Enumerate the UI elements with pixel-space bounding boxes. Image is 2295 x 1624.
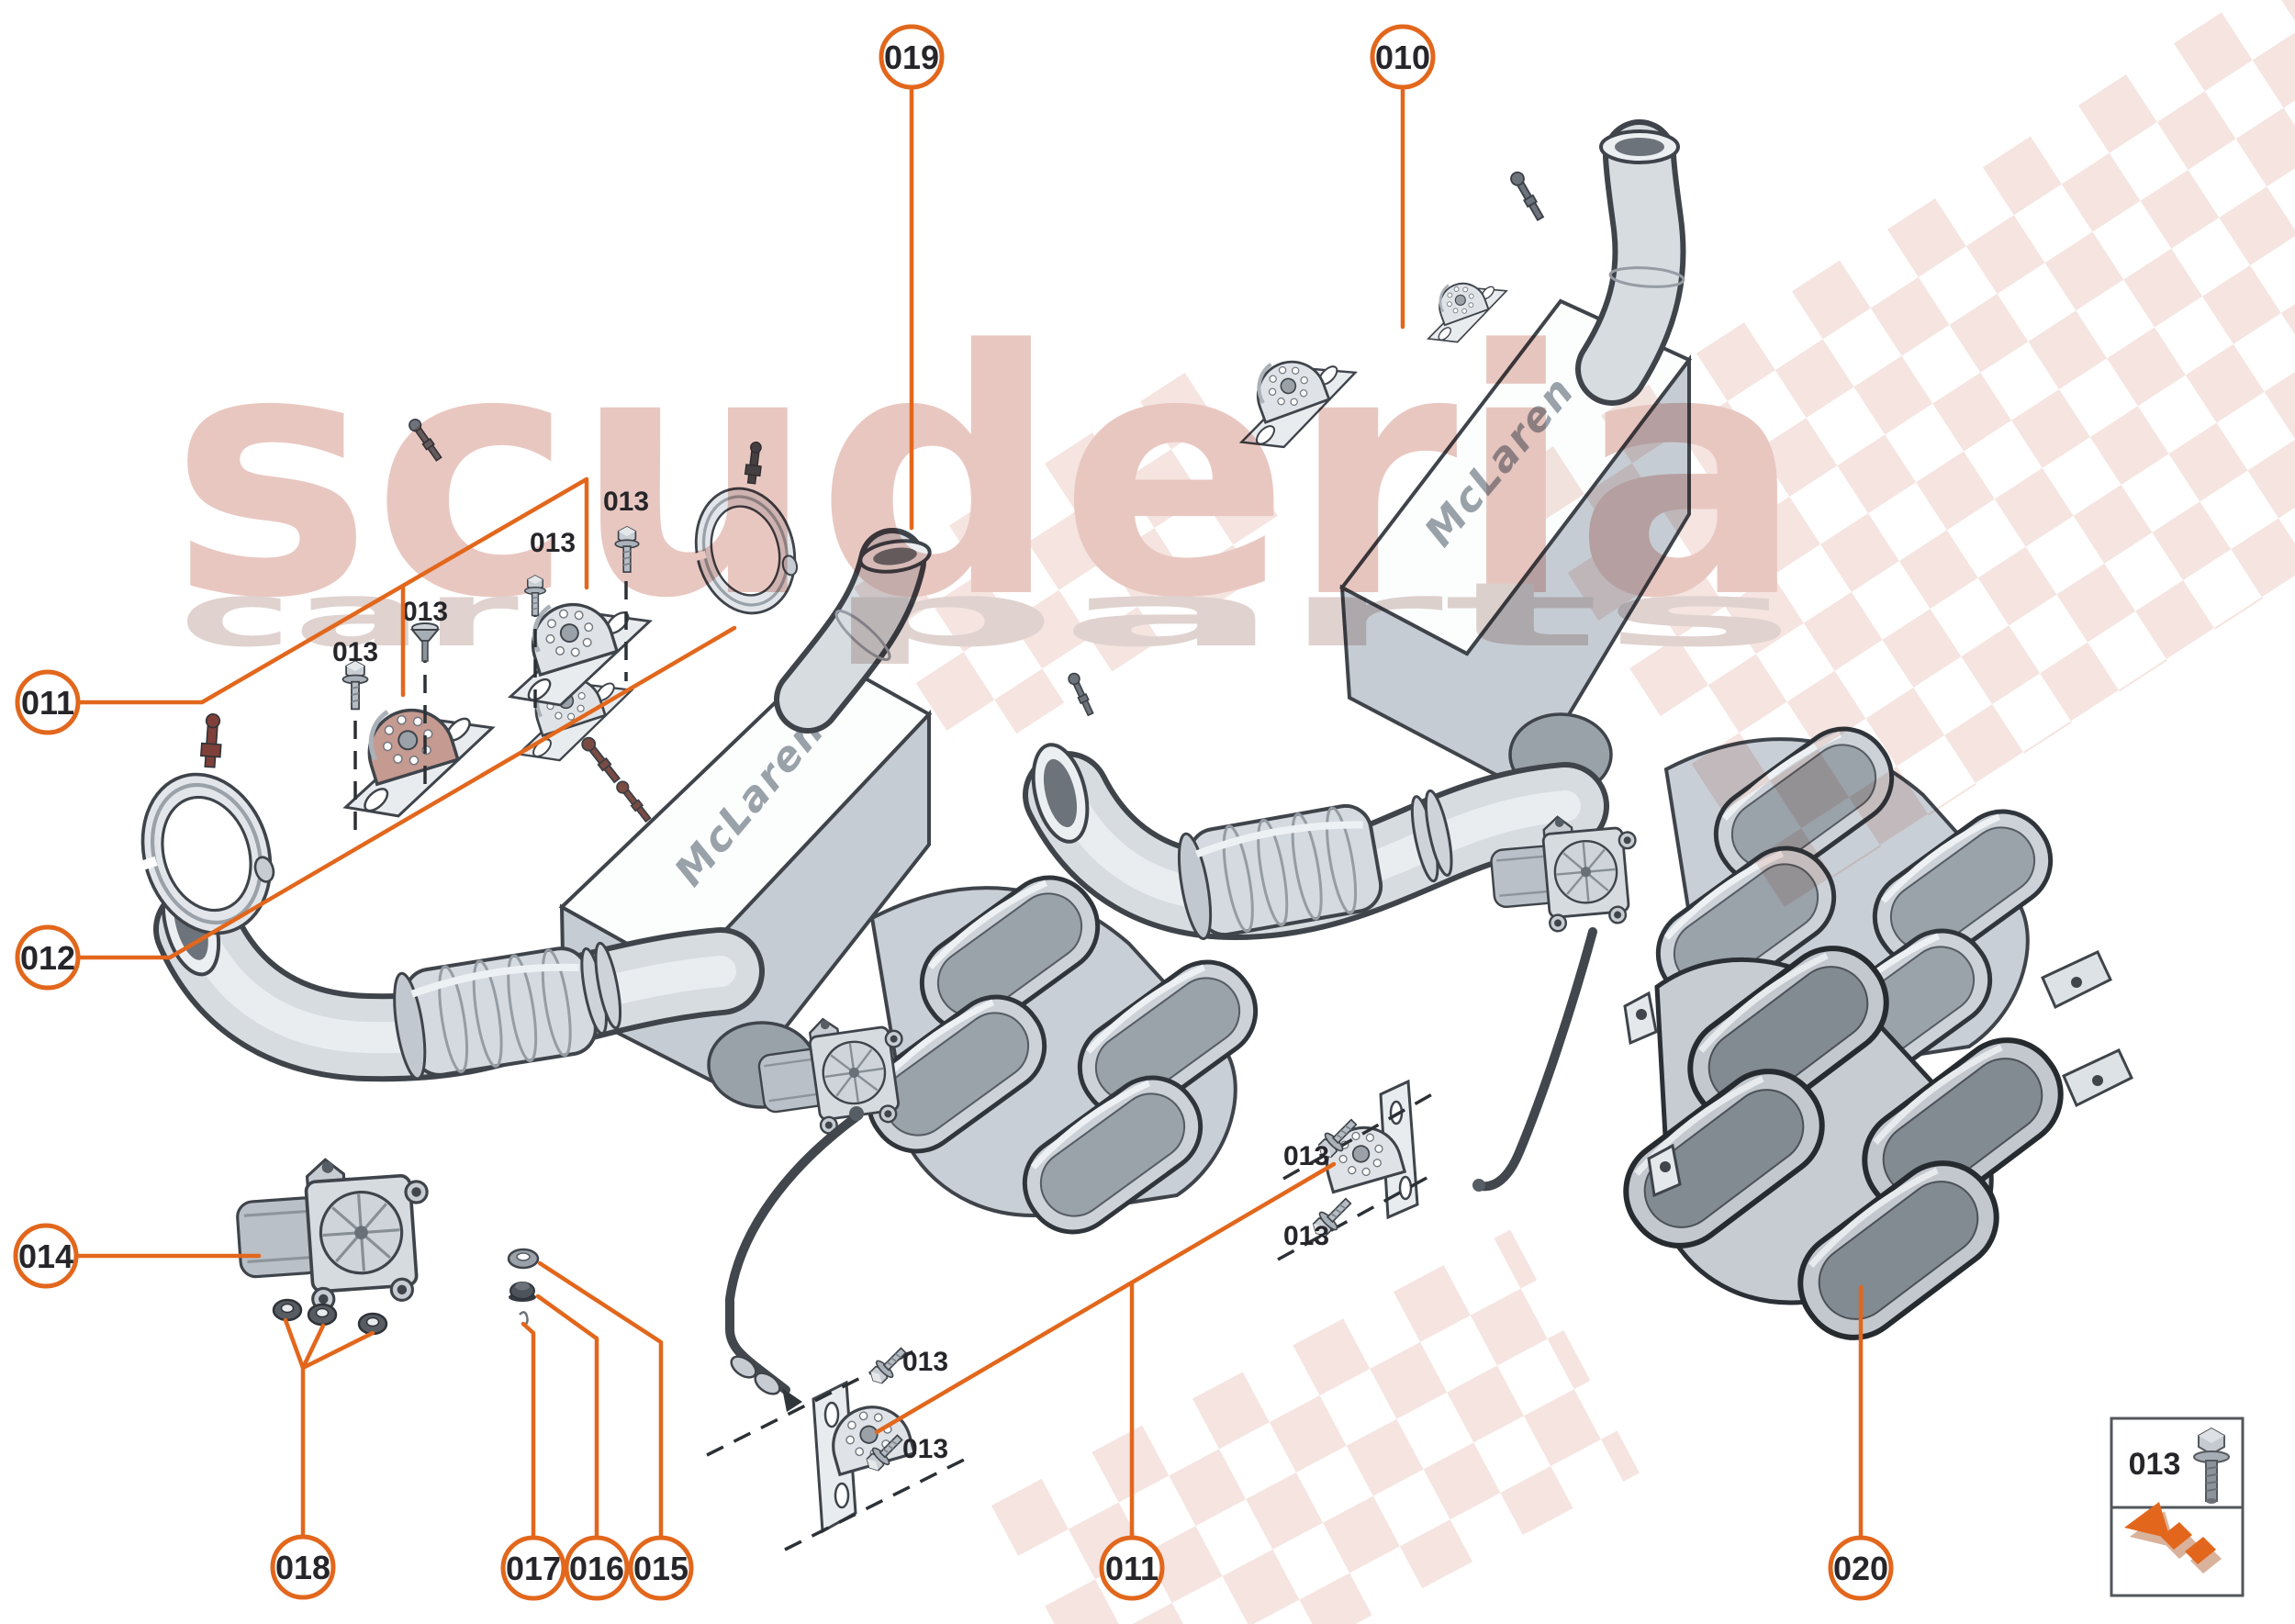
callout-017[interactable]: 017 — [500, 1535, 566, 1601]
callout-010[interactable]: 010 — [1370, 24, 1436, 90]
fastener-label: 013 — [1283, 1141, 1329, 1171]
grommet — [272, 1298, 303, 1322]
callout-020[interactable]: 020 — [1828, 1535, 1894, 1601]
svg-text:014: 014 — [18, 1238, 73, 1275]
svg-text:016: 016 — [569, 1550, 624, 1587]
watermark-word-parts: parts — [823, 564, 1797, 666]
washer-part — [507, 1248, 540, 1270]
callout-015[interactable]: 015 — [628, 1535, 694, 1601]
watermark-checker — [1506, 0, 2295, 909]
svg-text:019: 019 — [884, 39, 939, 76]
fastener-label: 013 — [603, 487, 649, 517]
tailpipe-finisher-group — [1606, 928, 2081, 1359]
svg-text:020: 020 — [1833, 1550, 1888, 1587]
leader-018 — [283, 1317, 375, 1540]
leader-011-top — [75, 476, 589, 705]
pressure-pipe — [725, 1111, 863, 1394]
fastener-label: 013 — [902, 1434, 948, 1464]
leader-017 — [521, 1321, 536, 1542]
vband-clamp-large — [105, 707, 290, 950]
leader-012 — [75, 625, 737, 960]
callout-016[interactable]: 016 — [564, 1535, 630, 1601]
fastener-label: 013 — [530, 528, 576, 558]
svg-text:010: 010 — [1375, 39, 1430, 76]
fastener-label: 013 — [1283, 1221, 1329, 1251]
svg-text:011: 011 — [1105, 1550, 1159, 1587]
flange-bolt-icon — [341, 660, 369, 711]
svg-text:011: 011 — [21, 684, 74, 722]
scuderia-arrow-icon — [2124, 1502, 2222, 1574]
legend-ref-label: 013 — [2129, 1447, 2181, 1482]
fastener-label: 013 — [402, 597, 448, 627]
pressure-pipe — [1477, 927, 1597, 1192]
watermark-brand: scuderia — [170, 278, 1804, 672]
leader-011-bottom — [874, 1161, 1337, 1540]
actuator-motor — [231, 1150, 437, 1317]
leader-015 — [537, 1260, 664, 1542]
fastener-label: 013 — [332, 637, 378, 667]
grommet — [357, 1312, 388, 1336]
svg-text:015: 015 — [633, 1550, 688, 1587]
callout-011-bottom[interactable]: 011 — [1099, 1535, 1165, 1601]
callout-011-top[interactable]: 011 — [15, 669, 81, 735]
callout-012[interactable]: 012 — [15, 924, 81, 991]
hanger-mount-brown — [322, 684, 509, 830]
hanger-mount-right — [1325, 1079, 1419, 1220]
watermark-checker — [991, 1229, 1640, 1624]
flange-bolt-icon — [2193, 1427, 2230, 1504]
callout-014[interactable]: 014 — [13, 1223, 79, 1289]
callout-019[interactable]: 019 — [879, 24, 945, 90]
grommet — [307, 1303, 338, 1327]
watermark-checker — [853, 372, 1300, 765]
leader-lines — [73, 84, 1864, 1542]
catalytic-converter — [388, 945, 599, 1081]
fastener-label: 013 — [902, 1347, 948, 1377]
grommet-part — [509, 1282, 536, 1302]
annotations: 013 013 013 013 013 013 013 013 019 — [13, 24, 2245, 1601]
svg-text:018: 018 — [275, 1549, 330, 1586]
hanger-mount-bottom — [812, 1380, 917, 1534]
watermark: scuderia car parts — [170, 0, 2295, 1624]
svg-text:012: 012 — [20, 939, 75, 977]
legend-box: 013 — [2110, 1417, 2245, 1597]
leader-016 — [535, 1294, 599, 1542]
svg-text:017: 017 — [506, 1550, 561, 1587]
exhaust-assembly-upper: McLaren — [1023, 119, 2133, 1192]
callout-018[interactable]: 018 — [270, 1534, 336, 1600]
